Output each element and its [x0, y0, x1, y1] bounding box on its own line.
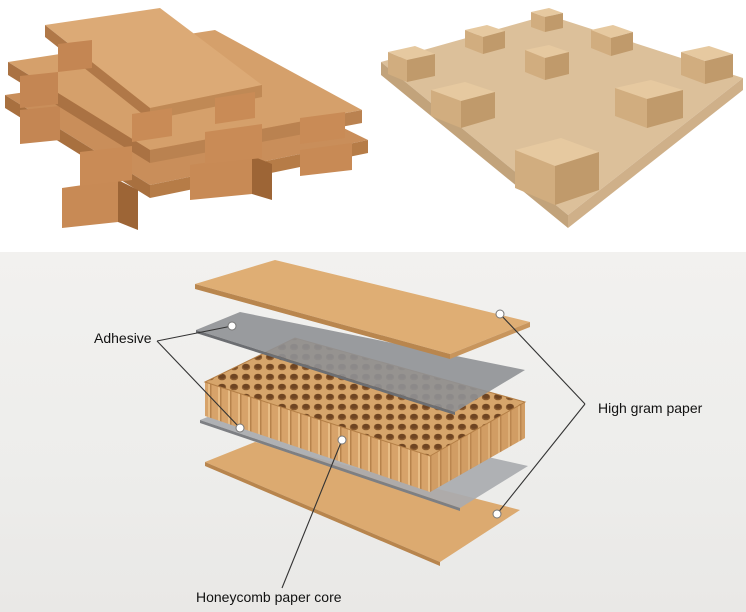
honeycomb-core-label: Honeycomb paper core	[196, 589, 342, 605]
leader-lines	[156, 313, 586, 589]
stacked-paper-pallets-photo	[0, 0, 373, 248]
block-right-corner	[681, 46, 733, 84]
block-left-front	[431, 82, 495, 128]
bottom-paper-sheet	[205, 442, 520, 566]
honeycomb-core-block	[203, 337, 527, 492]
corner-block-front	[515, 138, 599, 205]
block-center	[525, 45, 569, 80]
paper-dot-lower	[492, 509, 502, 519]
block-left-corner	[388, 46, 435, 82]
adhesive-label: Adhesive	[94, 330, 152, 346]
block-back-corner	[531, 8, 563, 32]
core-leader	[281, 439, 343, 589]
single-pallet-illustration	[381, 8, 743, 228]
exploded-layers-svg	[156, 260, 586, 589]
marker-dots	[227, 309, 505, 519]
block-right-front	[615, 80, 683, 128]
adhesive-leader-lower	[156, 340, 241, 429]
high-gram-paper-label: High gram paper	[598, 400, 703, 416]
stacked-pallets-illustration	[5, 8, 368, 230]
block-back-right	[591, 25, 633, 56]
block-back-left	[465, 25, 505, 54]
upper-adhesive-film	[196, 312, 525, 415]
paper-pallet-with-blocks-photo	[373, 0, 746, 248]
top-paper-sheet	[195, 260, 530, 359]
adhesive-leader-upper	[156, 325, 233, 342]
top-pallet	[45, 8, 262, 142]
paper-leader-lower	[496, 403, 586, 515]
adhesive-dot-lower	[235, 423, 245, 433]
core-dot	[337, 435, 347, 445]
adhesive-dot-upper	[227, 321, 237, 331]
paper-leader-upper	[499, 313, 586, 405]
honeycomb-panel-exploded-diagram: Adhesive High gram paper Honeycomb paper…	[0, 252, 746, 612]
paper-dot-upper	[495, 309, 505, 319]
